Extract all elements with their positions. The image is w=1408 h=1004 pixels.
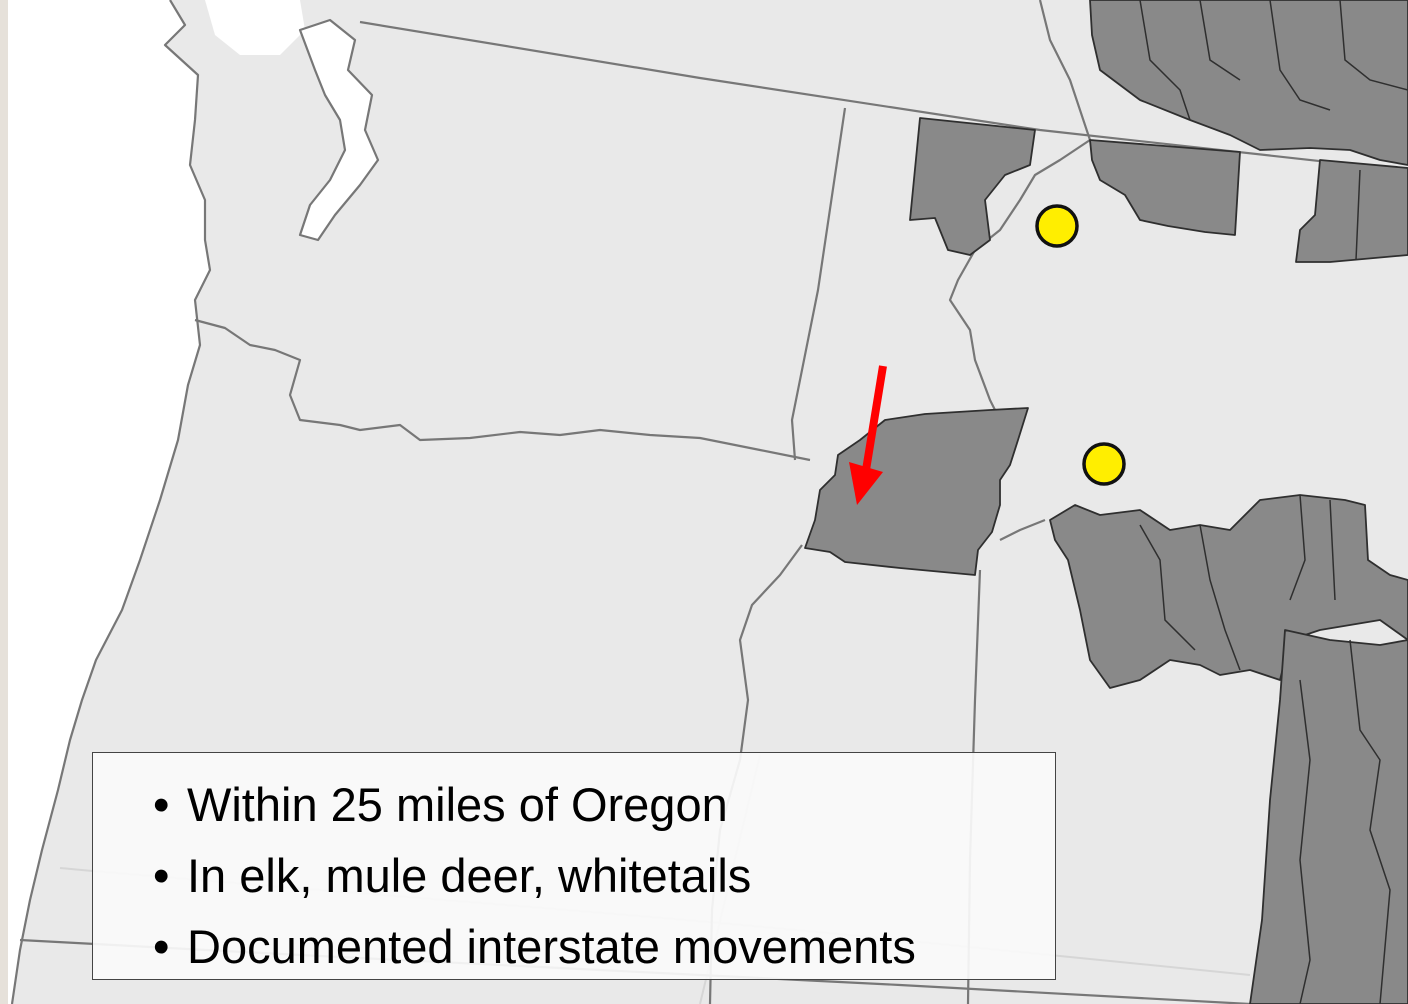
wa-or-border: [194, 318, 811, 462]
ocean-inlet-shore: [298, 18, 380, 242]
red-arrow-icon: [849, 365, 887, 505]
yellow-circle-marker: [1082, 442, 1126, 486]
id-lower-border: [999, 518, 1046, 541]
legend-item: In elk, mule deer, whitetails: [153, 840, 1055, 911]
affected-area-oregon-east: [804, 407, 1029, 576]
yellow-circle-marker: [1035, 204, 1079, 248]
pacific-ocean: [8, 0, 210, 1004]
affected-area-north-mid: [1089, 139, 1241, 236]
county-lines: [1139, 0, 1408, 1004]
affected-area-ne: [1295, 159, 1408, 263]
wa-id-border: [790, 107, 847, 461]
affected-area-north-canada: [1089, 0, 1408, 166]
legend-item: Documented interstate movements: [153, 911, 1055, 982]
affected-area-south: [1249, 629, 1408, 1004]
affected-area-nw: [909, 117, 1036, 256]
puget-sound: [300, 20, 378, 240]
coastline: [10, 0, 212, 1004]
legend-list: Within 25 miles of Oregon In elk, mule d…: [153, 769, 1055, 982]
id-mt-border: [948, 0, 1092, 421]
legend-box: Within 25 miles of Oregon In elk, mule d…: [92, 752, 1056, 982]
legend-item: Within 25 miles of Oregon: [153, 769, 1055, 840]
strait: [205, 0, 305, 55]
